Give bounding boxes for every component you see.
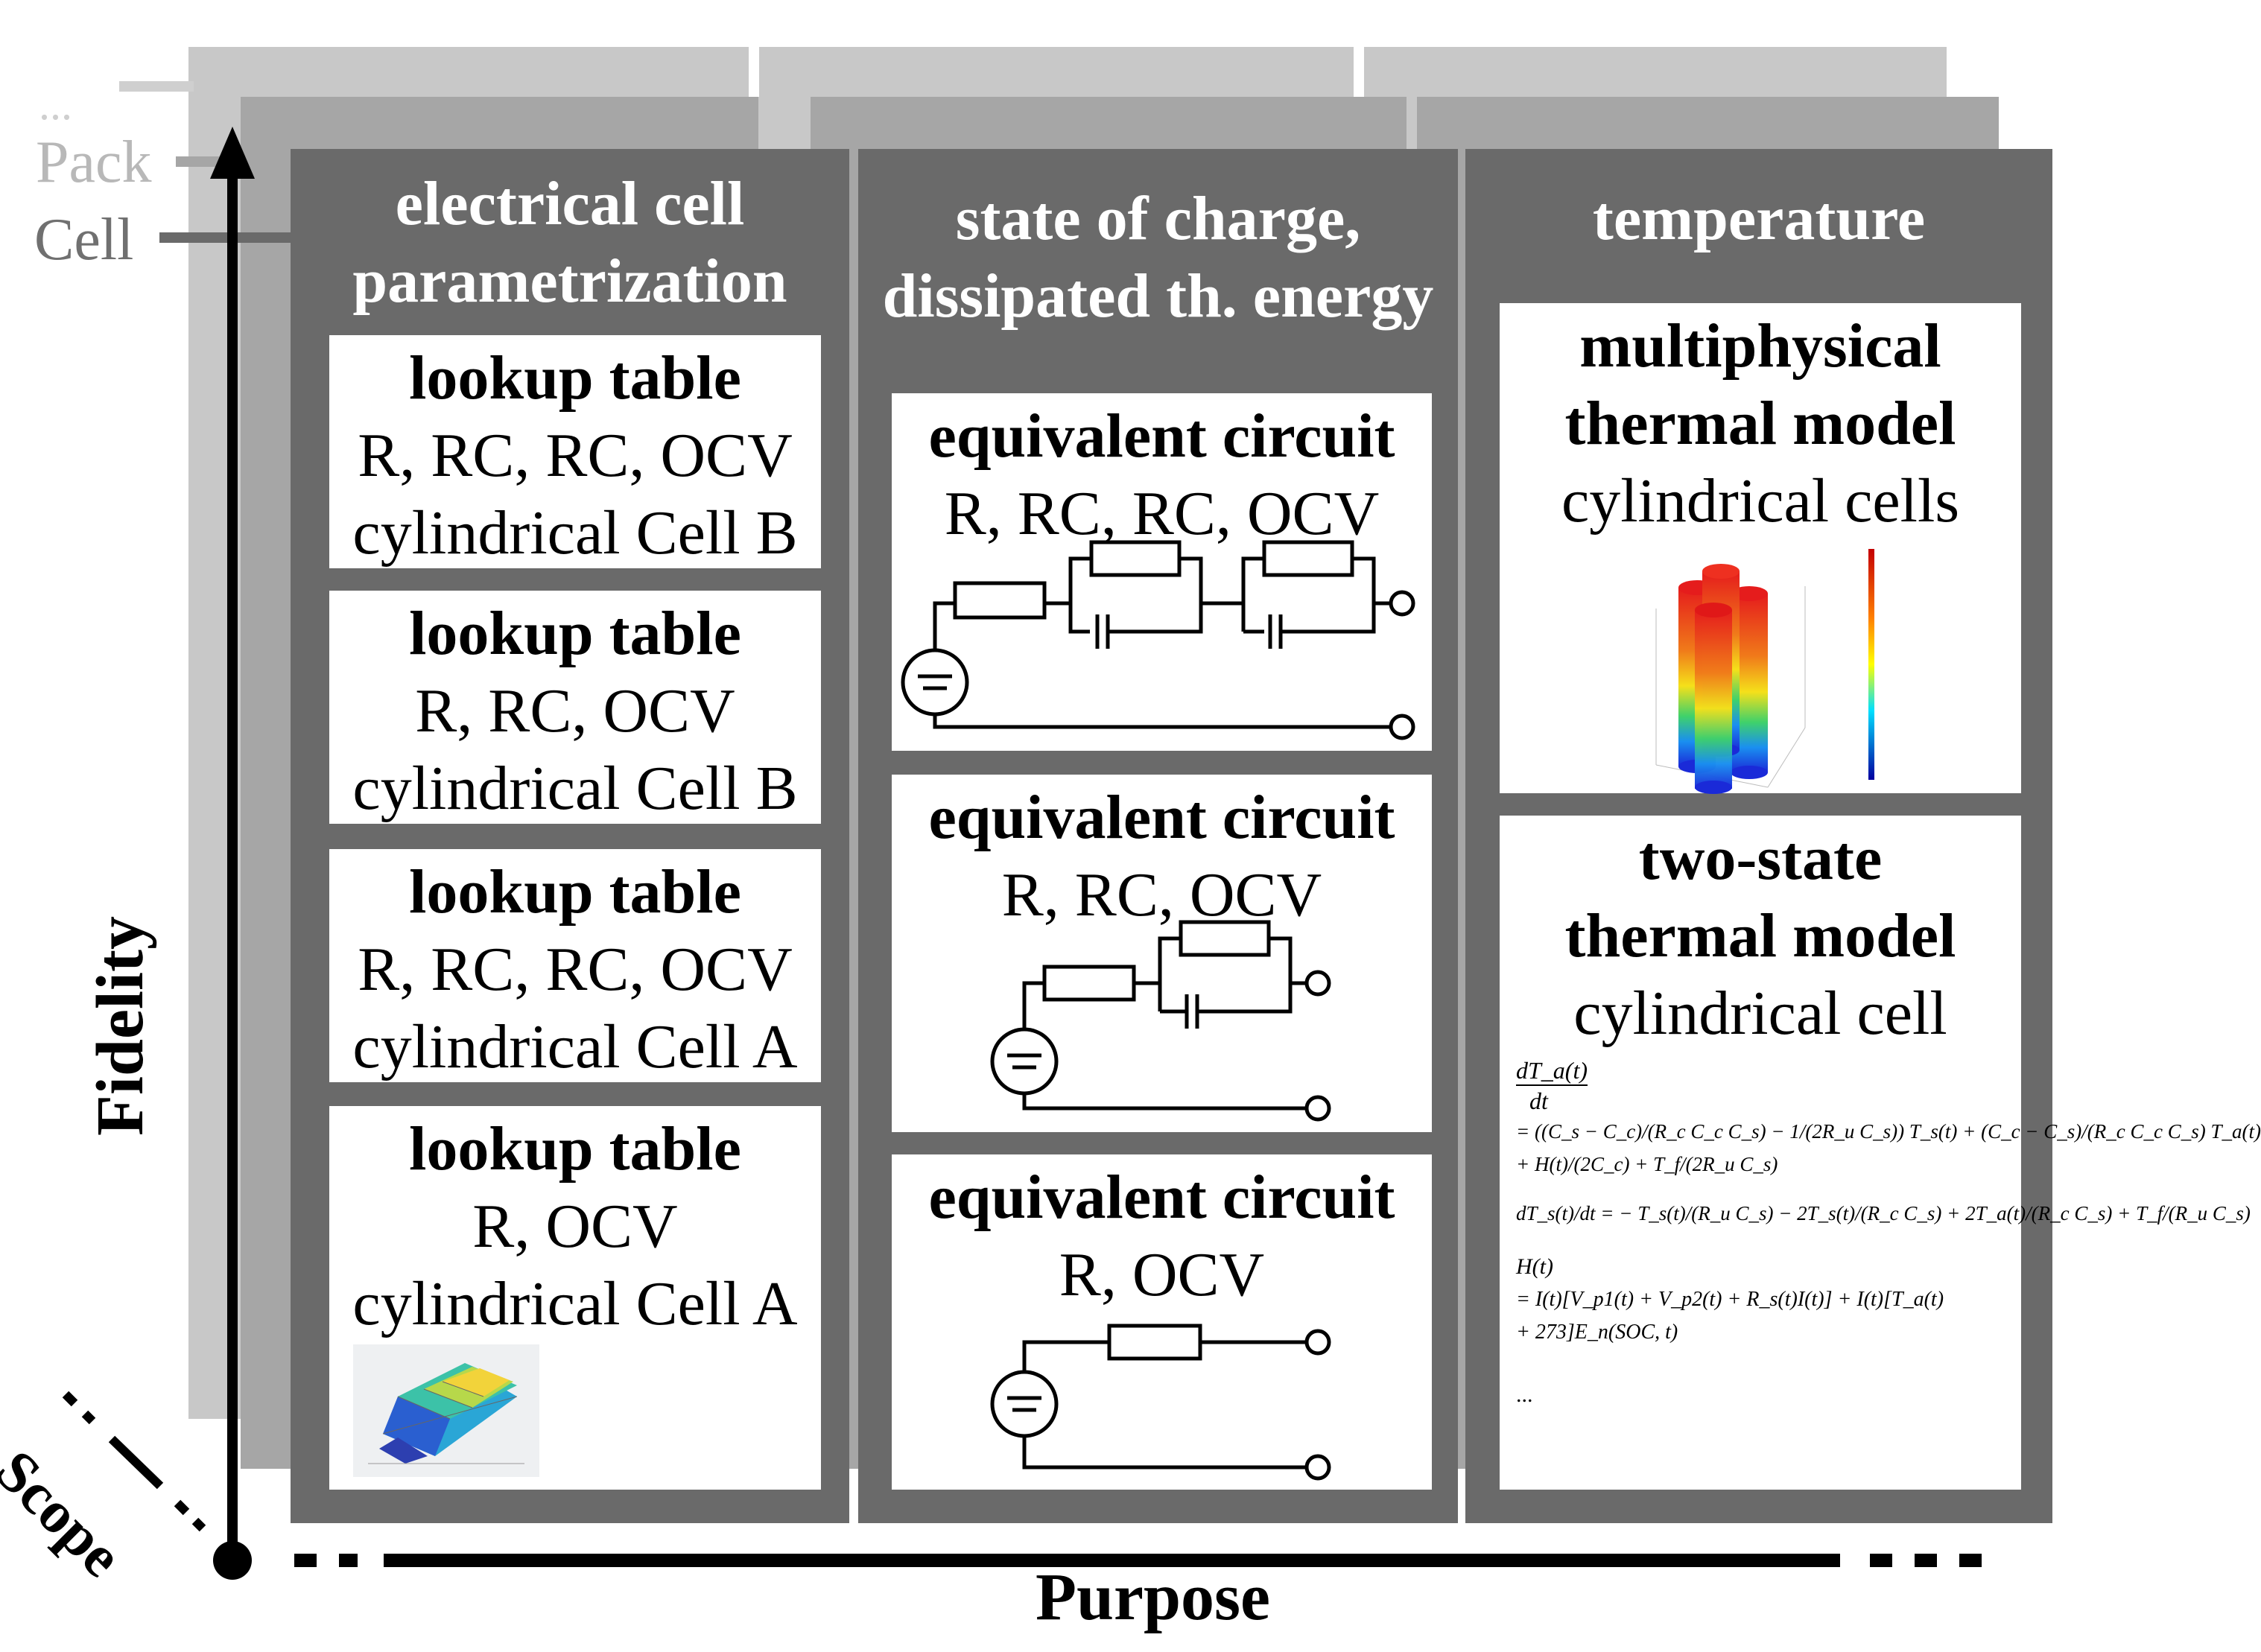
purpose-axis-label: Purpose bbox=[1036, 1560, 1270, 1634]
scope-layer-mid-gap bbox=[758, 97, 811, 149]
model-cell: cylindrical cells bbox=[1561, 466, 1960, 536]
model-title: lookup table bbox=[409, 857, 741, 927]
equation-1-lhs-num: dT_a(t) bbox=[1516, 1056, 1588, 1086]
model-params: R, OCV bbox=[472, 1192, 678, 1261]
model-title: two-state bbox=[1638, 824, 1883, 893]
model-cell: cylindrical Cell A bbox=[352, 1012, 798, 1081]
equation-3-line-2: = I(t)[V_p1(t) + V_p2(t) + R_s(t)I(t)] +… bbox=[1516, 1288, 1944, 1311]
circuit-r-rc-rc bbox=[901, 540, 1415, 740]
model-params: R, RC, RC, OCV bbox=[944, 479, 1380, 548]
model-title: lookup table bbox=[409, 343, 741, 413]
column-title-soc: state of charge, dissipated th. energy bbox=[882, 184, 1434, 331]
model-title: equivalent circuit bbox=[928, 1163, 1395, 1232]
equation-1-lhs-den: dt bbox=[1529, 1087, 1548, 1114]
scope-layer-back-gap bbox=[1354, 47, 1364, 107]
axes bbox=[62, 127, 1982, 1580]
model-box-ecm-rcrc: equivalent circuit R, RC, RC, OCV bbox=[892, 393, 1432, 751]
column-title-electrical: electrical cell parametrization bbox=[352, 169, 787, 316]
model-cell: cylindrical Cell A bbox=[352, 1269, 798, 1338]
scope-level-pack: Pack bbox=[36, 130, 152, 195]
equation-2: dT_s(t)/dt = − T_s(t)/(R_u C_s) − 2T_s(t… bbox=[1516, 1202, 2251, 1224]
equation-1-line-2: + H(t)/(2C_c) + T_f/(2R_u C_s) bbox=[1516, 1153, 1778, 1175]
model-box-two-state: two-state thermal model cylindrical cell… bbox=[1500, 816, 2261, 1490]
model-box-lookup-2: lookup table R, RC, OCV cylindrical Cell… bbox=[329, 591, 821, 824]
axes-origin bbox=[213, 1541, 252, 1580]
equation-ellipsis: ... bbox=[1516, 1382, 1533, 1407]
model-params: R, OCV bbox=[1059, 1240, 1265, 1309]
equation-3-line-3: + 273]E_n(SOC, t) bbox=[1516, 1321, 1678, 1344]
model-title: equivalent circuit bbox=[928, 401, 1395, 471]
model-box-ecm-r: equivalent circuit R, OCV bbox=[892, 1154, 1432, 1490]
column-title-temperature: temperature bbox=[1592, 184, 1926, 253]
scope-layer-mid-gap bbox=[1407, 97, 1417, 149]
model-title: thermal model bbox=[1564, 901, 1956, 970]
model-title: lookup table bbox=[409, 1114, 741, 1184]
equation-1-line-1: = ((C_s − C_c)/(R_c C_c C_s) − 1/(2R_u C… bbox=[1516, 1120, 2261, 1143]
scope-level-more: ... bbox=[39, 80, 72, 129]
model-params: R, RC, RC, OCV bbox=[358, 935, 793, 1004]
model-box-lookup-1: lookup table R, RC, RC, OCV cylindrical … bbox=[329, 335, 821, 568]
model-params: R, RC, OCV bbox=[415, 676, 735, 746]
fidelity-axis-label: Fidelity bbox=[83, 916, 157, 1136]
scope-level-cell: Cell bbox=[34, 207, 134, 273]
model-cell: cylindrical Cell B bbox=[352, 754, 798, 823]
model-params: R, RC, RC, OCV bbox=[358, 421, 793, 490]
model-params: R, RC, OCV bbox=[1001, 860, 1322, 930]
scope-axis bbox=[62, 1391, 206, 1532]
scope-layer-back-gap bbox=[749, 47, 759, 107]
equation-3-line-1: H(t) bbox=[1516, 1254, 1553, 1279]
model-box-lookup-3: lookup table R, RC, RC, OCV cylindrical … bbox=[329, 849, 821, 1082]
model-cell: cylindrical cell bbox=[1573, 979, 1947, 1048]
model-box-lookup-4: lookup table R, OCV cylindrical Cell A bbox=[329, 1106, 821, 1490]
model-title: lookup table bbox=[409, 599, 741, 668]
thermal-cylinder-plot bbox=[1655, 549, 1874, 794]
equation-block: dT_a(t) dt = ((C_s − C_c)/(R_c C_c C_s) … bbox=[1516, 1054, 2261, 1411]
model-title: equivalent circuit bbox=[928, 783, 1395, 852]
fidelity-axis bbox=[210, 127, 255, 1560]
model-box-ecm-rc: equivalent circuit R, RC, OCV bbox=[892, 775, 1432, 1132]
scope-tick-more bbox=[119, 81, 194, 92]
model-cell: cylindrical Cell B bbox=[352, 498, 798, 568]
circuit-r bbox=[990, 1324, 1331, 1481]
scope-tick-cell bbox=[159, 232, 291, 243]
model-title: thermal model bbox=[1564, 389, 1956, 458]
lookup-surface-plot bbox=[353, 1344, 539, 1477]
model-title: multiphysical bbox=[1579, 311, 1941, 381]
circuit-r-rc bbox=[990, 920, 1331, 1122]
model-box-multiphysical: multiphysical thermal model cylindrical … bbox=[1500, 303, 2021, 794]
